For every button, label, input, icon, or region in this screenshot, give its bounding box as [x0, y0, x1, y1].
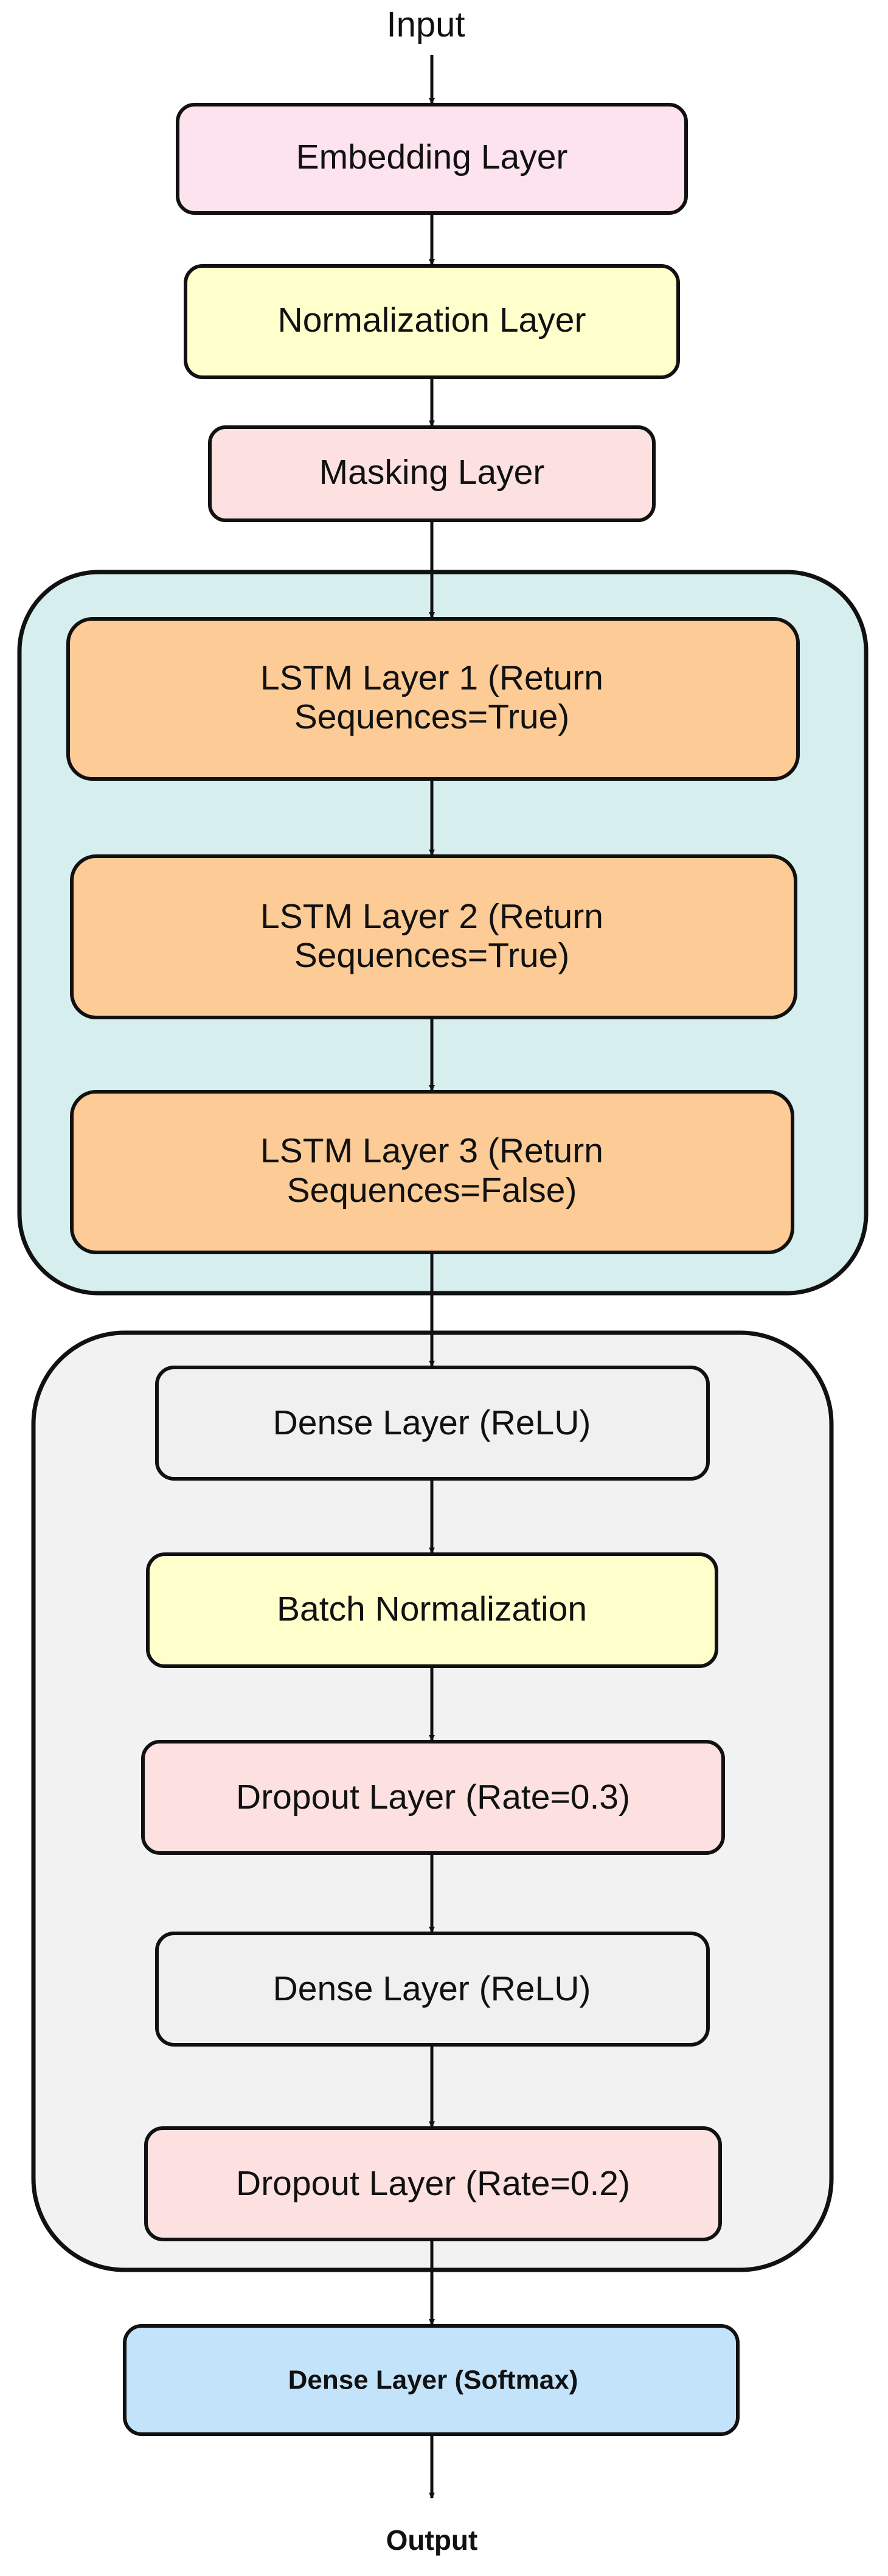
dense-relu-layer-2-label: Dense Layer (ReLU)	[273, 1969, 591, 2008]
normalization-layer-node: Normalization Layer	[184, 264, 680, 379]
normalization-layer-label: Normalization Layer	[278, 301, 586, 340]
lstm-layer-1-label-line1: LSTM Layer 1 (Return	[260, 658, 603, 697]
dense-relu-layer-1-label: Dense Layer (ReLU)	[273, 1403, 591, 1442]
dropout-layer-2-label: Dropout Layer (Rate=0.2)	[236, 2164, 630, 2203]
dropout-layer-2-node: Dropout Layer (Rate=0.2)	[144, 2126, 722, 2241]
input-label: Input	[387, 5, 465, 44]
lstm-layer-2-node: LSTM Layer 2 (Return Sequences=True)	[70, 854, 797, 1019]
dense-relu-layer-2-node: Dense Layer (ReLU)	[155, 1932, 710, 2047]
embedding-layer-label: Embedding Layer	[296, 138, 568, 176]
lstm-layer-1-label-line2: Sequences=True)	[294, 697, 570, 736]
masking-layer-node: Masking Layer	[208, 425, 656, 522]
dropout-layer-1-label: Dropout Layer (Rate=0.3)	[236, 1778, 630, 1817]
lstm-layer-3-node: LSTM Layer 3 (Return Sequences=False)	[70, 1090, 794, 1254]
dense-relu-layer-1-node: Dense Layer (ReLU)	[155, 1366, 710, 1481]
batch-normalization-label: Batch Normalization	[277, 1590, 587, 1628]
embedding-layer-node: Embedding Layer	[176, 103, 688, 215]
dense-softmax-layer-node: Dense Layer (Softmax)	[123, 2324, 740, 2436]
masking-layer-label: Masking Layer	[319, 453, 545, 492]
lstm-layer-3-label-line1: LSTM Layer 3 (Return	[260, 1131, 603, 1170]
lstm-layer-2-label-line1: LSTM Layer 2 (Return	[260, 897, 603, 936]
dense-softmax-layer-label: Dense Layer (Softmax)	[288, 2365, 578, 2395]
lstm-layer-2-label-line2: Sequences=True)	[294, 936, 570, 975]
output-label: Output	[386, 2524, 478, 2556]
lstm-layer-1-node: LSTM Layer 1 (Return Sequences=True)	[66, 617, 800, 781]
dropout-layer-1-node: Dropout Layer (Rate=0.3)	[141, 1740, 725, 1855]
batch-normalization-node: Batch Normalization	[146, 1552, 718, 1668]
lstm-layer-3-label-line2: Sequences=False)	[287, 1171, 577, 1210]
